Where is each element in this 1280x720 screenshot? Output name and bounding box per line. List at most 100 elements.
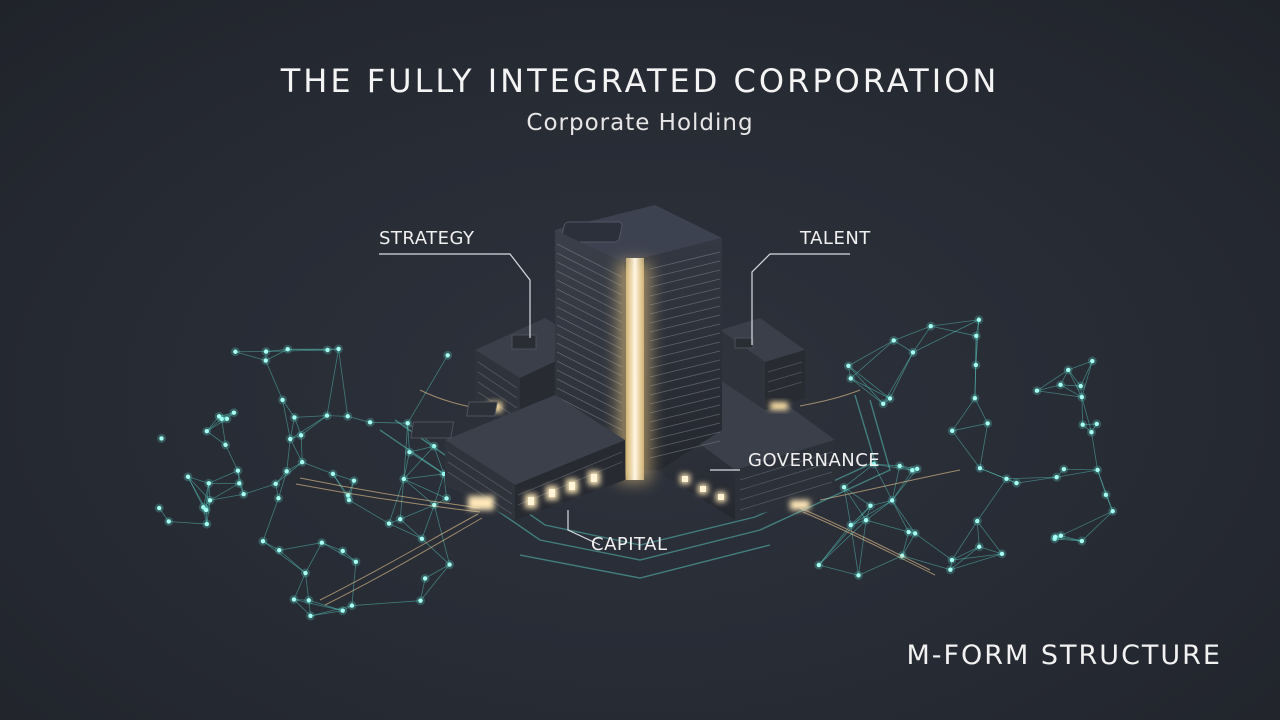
network-link bbox=[889, 352, 914, 399]
network-link bbox=[1082, 423, 1097, 426]
network-link bbox=[843, 463, 875, 488]
network-node bbox=[441, 471, 447, 477]
network-link bbox=[1091, 432, 1098, 471]
network-link bbox=[348, 499, 390, 524]
network-link bbox=[208, 470, 239, 484]
network-link bbox=[321, 542, 357, 563]
network-node bbox=[324, 413, 330, 418]
network-link bbox=[1060, 535, 1082, 542]
network-link bbox=[930, 319, 979, 327]
network-node bbox=[912, 531, 918, 536]
network-link bbox=[974, 398, 989, 424]
network-node bbox=[897, 463, 902, 469]
network-node bbox=[351, 478, 357, 483]
network-link bbox=[891, 500, 916, 534]
network-node bbox=[201, 505, 206, 510]
network-node bbox=[346, 497, 352, 503]
network-link bbox=[891, 470, 913, 501]
network-link bbox=[930, 325, 977, 337]
network-mesh bbox=[158, 319, 1114, 617]
network-node bbox=[950, 428, 955, 434]
network-link bbox=[342, 550, 357, 563]
tower-floor-line bbox=[649, 350, 721, 369]
network-node bbox=[910, 468, 915, 473]
network-link bbox=[275, 471, 287, 485]
network-link bbox=[262, 498, 279, 542]
network-link bbox=[424, 564, 450, 579]
network-node bbox=[816, 562, 822, 568]
network-node bbox=[848, 376, 853, 381]
network-link bbox=[282, 399, 291, 440]
network-link bbox=[975, 319, 980, 337]
network-node bbox=[848, 522, 853, 528]
network-node bbox=[863, 517, 869, 523]
network-link bbox=[1060, 384, 1081, 387]
network-node bbox=[207, 498, 213, 503]
network-link bbox=[893, 325, 931, 341]
network-node bbox=[349, 603, 355, 608]
network-link bbox=[265, 360, 283, 401]
network-link bbox=[326, 348, 339, 416]
tower-floor-line bbox=[556, 270, 623, 305]
network-link bbox=[433, 473, 445, 506]
network-node bbox=[159, 436, 164, 441]
network-link bbox=[843, 486, 867, 521]
network-link bbox=[293, 599, 309, 601]
network-link bbox=[1081, 396, 1092, 433]
network-node bbox=[928, 323, 933, 329]
network-node bbox=[224, 416, 230, 421]
network-node bbox=[1053, 534, 1058, 540]
network-link bbox=[403, 478, 447, 499]
network-node bbox=[157, 505, 162, 511]
network-node bbox=[974, 333, 979, 339]
network-link bbox=[409, 451, 445, 475]
network-link bbox=[443, 473, 447, 499]
network-link bbox=[202, 483, 210, 508]
network-link bbox=[975, 319, 980, 366]
network-link bbox=[278, 471, 288, 499]
network-node bbox=[300, 459, 305, 465]
network-link bbox=[891, 500, 910, 533]
tower-floor-line bbox=[649, 395, 721, 414]
network-node bbox=[340, 608, 345, 613]
network-link bbox=[979, 467, 1017, 484]
network-link bbox=[850, 340, 895, 379]
tower-floor-line bbox=[556, 351, 623, 386]
network-link bbox=[286, 461, 303, 472]
network-node bbox=[233, 349, 238, 354]
network-node bbox=[977, 466, 983, 471]
network-node bbox=[1058, 533, 1064, 538]
network-link bbox=[1054, 538, 1082, 542]
network-link bbox=[1105, 494, 1114, 512]
network-link bbox=[1060, 510, 1113, 537]
network-node bbox=[419, 536, 425, 541]
network-link bbox=[1036, 390, 1082, 398]
network-link bbox=[865, 500, 893, 521]
tower-floor-line bbox=[556, 261, 623, 296]
tower-floor-line bbox=[649, 359, 721, 378]
label-governance: GOVERNANCE bbox=[748, 450, 881, 471]
network-link bbox=[286, 438, 291, 472]
network-link bbox=[1036, 369, 1069, 392]
network-link bbox=[290, 415, 328, 440]
network-node bbox=[319, 540, 325, 545]
network-link bbox=[332, 473, 349, 496]
network-link bbox=[305, 572, 310, 601]
network-link bbox=[279, 549, 306, 574]
network-node bbox=[298, 433, 304, 438]
network-node bbox=[976, 317, 982, 322]
network-link bbox=[1097, 469, 1107, 495]
network-link bbox=[208, 483, 211, 501]
network-link bbox=[407, 355, 449, 424]
network-link bbox=[168, 521, 207, 525]
connection-streams bbox=[295, 389, 961, 606]
network-link bbox=[206, 418, 222, 432]
network-link bbox=[891, 468, 918, 501]
network-link bbox=[338, 348, 349, 417]
network-node bbox=[284, 469, 289, 474]
network-link bbox=[347, 415, 371, 423]
building-block-back-right bbox=[720, 318, 805, 410]
network-link bbox=[950, 553, 1003, 571]
network-node bbox=[973, 362, 979, 368]
